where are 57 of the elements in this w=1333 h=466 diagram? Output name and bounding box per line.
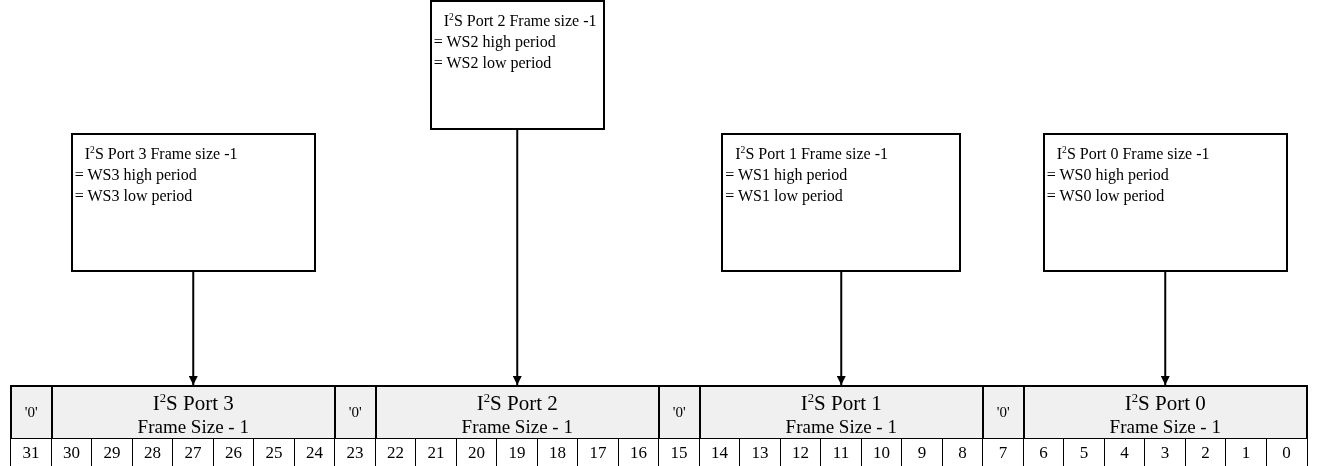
field-subtitle: Frame Size - 1: [461, 415, 573, 438]
bit-number: 5: [1063, 439, 1105, 466]
note-text: = WS2 low period: [433, 53, 553, 74]
note-text: = WS1 low period: [725, 186, 844, 207]
field-title: I$^{2}$S Port 2: [476, 390, 558, 415]
note-text: = WS0 low period: [1046, 186, 1166, 207]
annotation-box: [70, 133, 316, 272]
bit-number: 17: [577, 439, 619, 466]
note-text: I$^{2}$S Port 1 Frame size -1: [734, 143, 890, 165]
bit-number: 7: [982, 439, 1024, 466]
note-text: = WS1 high period: [725, 165, 849, 186]
field-value: '0': [24, 403, 38, 422]
register-field: [698, 385, 984, 440]
bit-number: 0: [1265, 439, 1308, 466]
register-field: [1022, 385, 1308, 440]
bit-number: 19: [496, 439, 538, 466]
note-text: I$^{2}$S Port 0 Frame size -1: [1055, 143, 1211, 165]
bit-number: 3: [1144, 439, 1186, 466]
field-subtitle: Frame Size - 1: [1109, 415, 1221, 438]
field-subtitle: Frame Size - 1: [785, 415, 897, 438]
bit-number: 15: [658, 439, 700, 466]
field-value: '0': [996, 403, 1010, 422]
field-value: '0': [348, 403, 362, 422]
field-subtitle: Frame Size - 1: [137, 415, 249, 438]
bit-number: 25: [253, 439, 295, 466]
arrow: [512, 129, 522, 386]
annotation-box: [1042, 133, 1288, 272]
field-title: I$^{2}$S Port 1: [800, 390, 882, 415]
field-title: I$^{2}$S Port 3: [152, 390, 234, 415]
note-text: = WS0 high period: [1046, 165, 1170, 186]
reserved-bit-field: [658, 385, 701, 440]
bit-number: 31: [10, 439, 52, 466]
bit-number: 21: [415, 439, 457, 466]
note-text: = WS3 low period: [74, 186, 194, 207]
bit-number: 29: [91, 439, 133, 466]
note-text: I$^{2}$S Port 2 Frame size -1: [442, 10, 598, 32]
bit-number: 23: [334, 439, 376, 466]
bit-number: 11: [820, 439, 862, 466]
register-field: [374, 385, 660, 440]
arrow: [188, 271, 198, 386]
annotation-box: [721, 133, 962, 272]
note-text: = WS3 high period: [74, 165, 198, 186]
note-text: = WS2 high period: [433, 32, 557, 53]
arrow: [836, 271, 846, 386]
field-value: '0': [672, 403, 686, 422]
bit-number: 13: [739, 439, 781, 466]
bit-number: 27: [172, 439, 214, 466]
reserved-bit-field: [10, 385, 53, 440]
reserved-bit-field: [334, 385, 377, 440]
arrow: [1160, 271, 1170, 386]
note-text: I$^{2}$S Port 3 Frame size -1: [83, 143, 239, 165]
annotation-box: [429, 0, 605, 130]
bit-number: 1: [1225, 439, 1267, 466]
bit-number: 9: [901, 439, 943, 466]
field-title: I$^{2}$S Port 0: [1124, 390, 1206, 415]
register-field: [50, 385, 336, 440]
reserved-bit-field: [982, 385, 1025, 440]
